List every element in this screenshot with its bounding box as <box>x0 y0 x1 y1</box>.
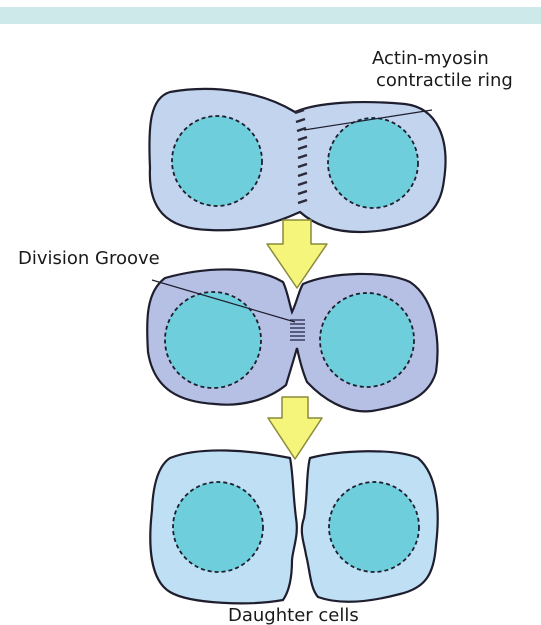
nucleus-left <box>173 482 263 572</box>
cell-stage-2 <box>147 269 437 411</box>
down-arrow-icon <box>268 397 322 459</box>
top-band <box>0 7 541 24</box>
daughter-label: Daughter cells <box>228 605 359 625</box>
cell-stage-3 <box>150 450 437 603</box>
nucleus-right <box>329 482 419 572</box>
nucleus-right <box>328 118 418 208</box>
nucleus-left <box>165 292 261 388</box>
groove-label: Division Groove <box>18 248 160 269</box>
ring-label-line1: Actin-myosin <box>372 48 489 69</box>
nucleus-left <box>172 116 262 206</box>
nucleus-right <box>320 293 414 387</box>
ring-label-line2: contractile ring <box>376 70 513 91</box>
cell-stage-1 <box>149 89 445 232</box>
